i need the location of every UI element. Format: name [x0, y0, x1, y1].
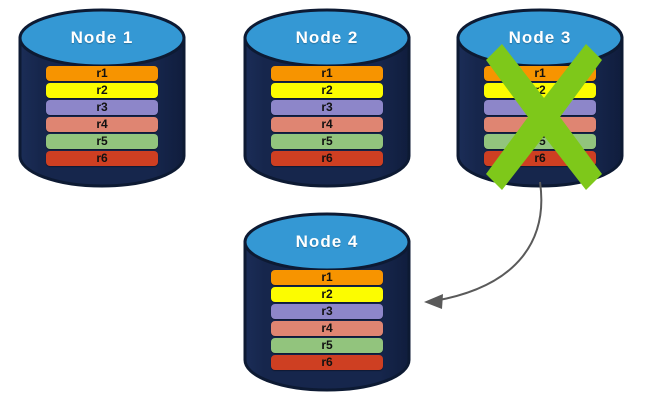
row-bar-r2[interactable]: r2 [271, 83, 383, 98]
node-4-rows: r1 r2 r3 r4 r5 r6 [243, 270, 411, 370]
row-bar-r3[interactable]: r3 [484, 100, 596, 115]
row-bar-r1[interactable]: r1 [271, 270, 383, 285]
row-bar-r5[interactable]: r5 [271, 338, 383, 353]
row-bar-r5[interactable]: r5 [484, 134, 596, 149]
row-bar-r4[interactable]: r4 [484, 117, 596, 132]
arrowhead-icon [424, 294, 443, 309]
node-4[interactable]: Node 4 r1 r2 r3 r4 r5 r6 [243, 212, 411, 392]
row-bar-r3[interactable]: r3 [271, 304, 383, 319]
node-3[interactable]: Node 3 r1 r2 r3 r4 r5 r6 [456, 8, 624, 188]
row-bar-r5[interactable]: r5 [46, 134, 158, 149]
row-bar-r6[interactable]: r6 [271, 355, 383, 370]
row-bar-r6[interactable]: r6 [46, 151, 158, 166]
row-bar-r6[interactable]: r6 [484, 151, 596, 166]
node-2-rows: r1 r2 r3 r4 r5 r6 [243, 66, 411, 166]
row-bar-r6[interactable]: r6 [271, 151, 383, 166]
node-1[interactable]: Node 1 r1 r2 r3 r4 r5 r6 [18, 8, 186, 188]
node-2[interactable]: Node 2 r1 r2 r3 r4 r5 r6 [243, 8, 411, 188]
row-bar-r4[interactable]: r4 [271, 117, 383, 132]
row-bar-r4[interactable]: r4 [271, 321, 383, 336]
row-bar-r2[interactable]: r2 [484, 83, 596, 98]
row-bar-r1[interactable]: r1 [271, 66, 383, 81]
row-bar-r3[interactable]: r3 [271, 100, 383, 115]
row-bar-r2[interactable]: r2 [271, 287, 383, 302]
row-bar-r2[interactable]: r2 [46, 83, 158, 98]
row-bar-r3[interactable]: r3 [46, 100, 158, 115]
row-bar-r1[interactable]: r1 [46, 66, 158, 81]
node-1-rows: r1 r2 r3 r4 r5 r6 [18, 66, 186, 166]
row-bar-r4[interactable]: r4 [46, 117, 158, 132]
row-bar-r5[interactable]: r5 [271, 134, 383, 149]
node-3-rows: r1 r2 r3 r4 r5 r6 [456, 66, 624, 166]
row-bar-r1[interactable]: r1 [484, 66, 596, 81]
